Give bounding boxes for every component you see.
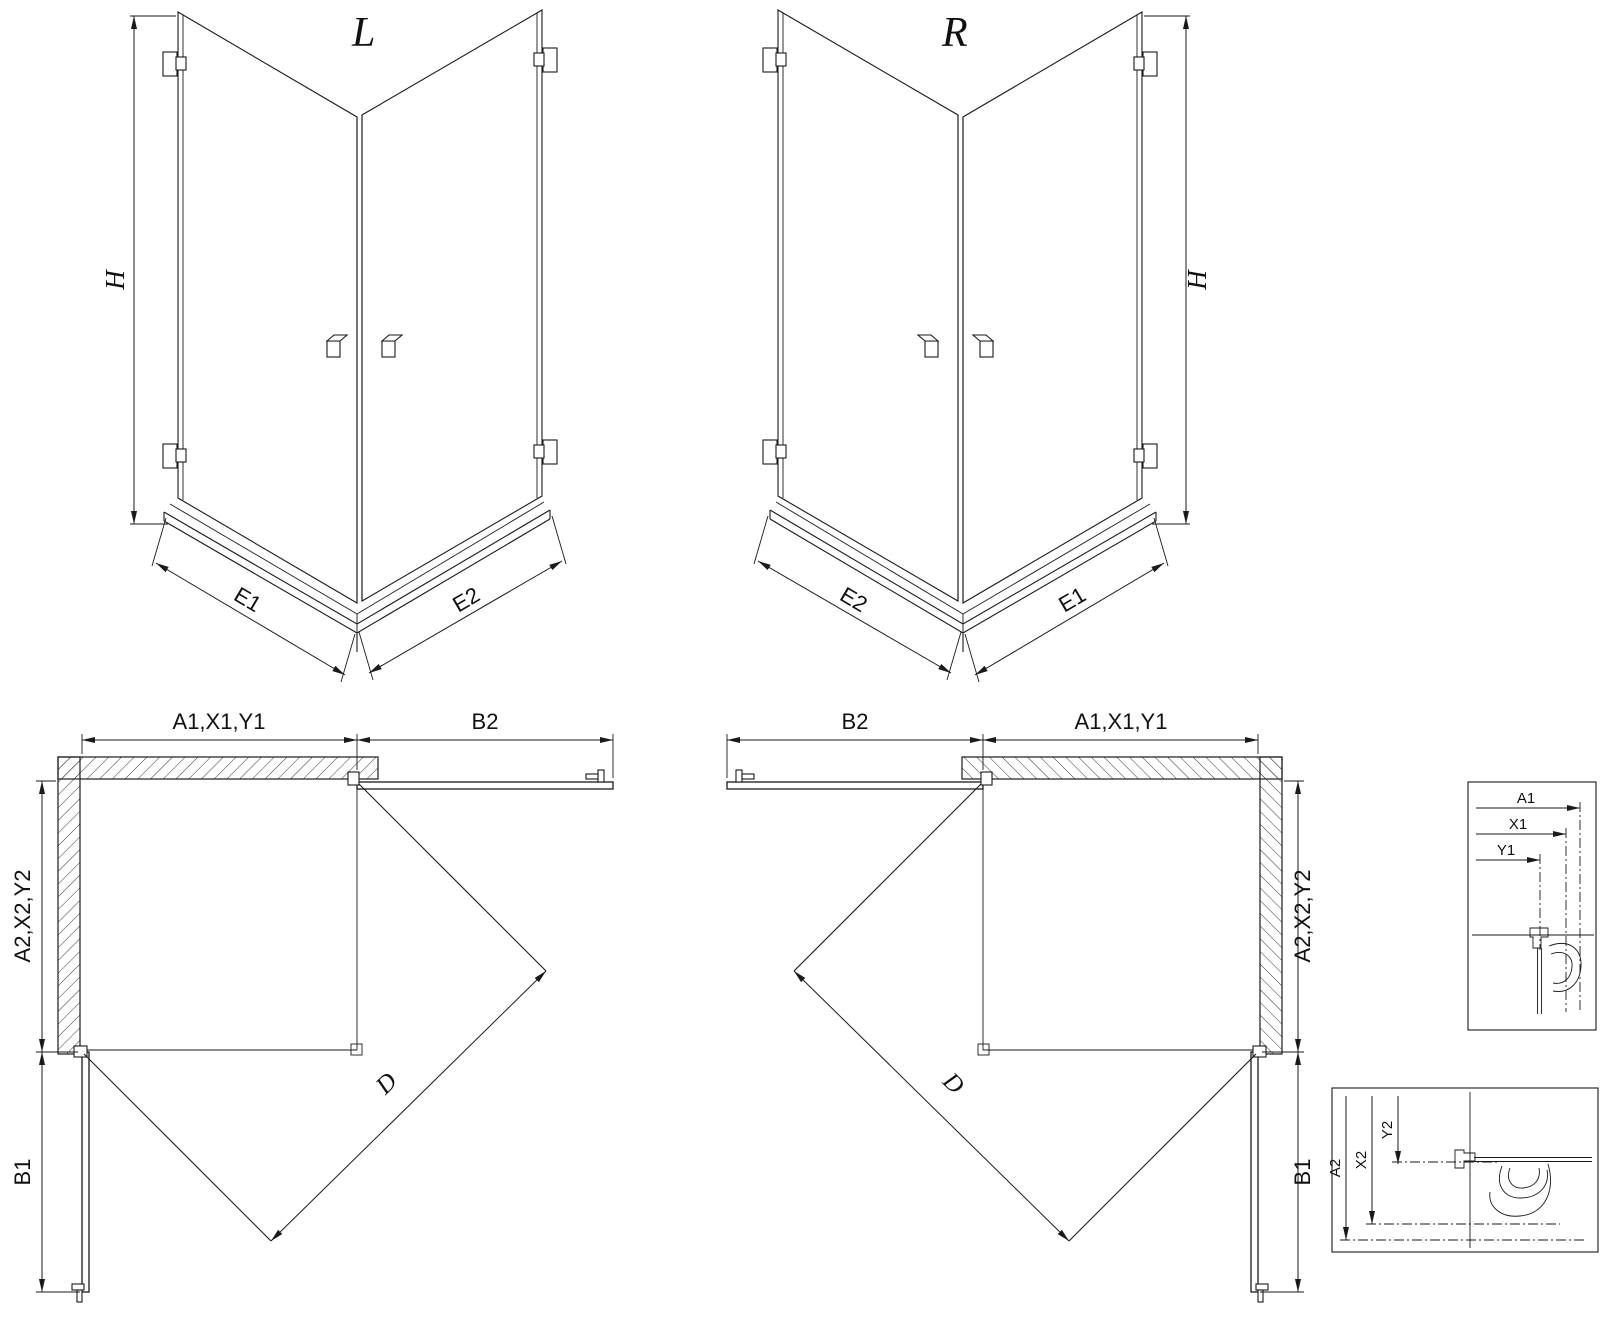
plan-left-dim-left: A2,X2,Y2 <box>10 870 35 963</box>
plan-left-dim-b2: B2 <box>472 709 499 734</box>
wall-profile-section-bottom <box>1454 1149 1592 1217</box>
variant-label-right: R <box>941 10 968 56</box>
plan-right-dim-top: A1,X1,Y1 <box>1075 709 1168 734</box>
plan-right-dim-b1: B1 <box>1290 1159 1315 1186</box>
plan-left-dim-b1: B1 <box>10 1159 35 1186</box>
plan-right-dim-d: D <box>937 1067 970 1100</box>
wall-profile-section-top <box>1529 927 1582 1014</box>
iso-view-left: L H E1 E2 <box>100 10 566 682</box>
plan-right-dim-b2: B2 <box>842 709 869 734</box>
detail-dim-x2: X2 <box>1353 1151 1370 1169</box>
detail-dim-x1: X1 <box>1509 816 1527 833</box>
plan-left-dim-d: D <box>370 1068 403 1101</box>
dim-label-e2-left: E2 <box>448 582 484 617</box>
dim-label-h-right: H <box>1182 269 1212 291</box>
plan-right-dim-right: A2,X2,Y2 <box>1290 870 1315 963</box>
dim-label-e1-left: E1 <box>230 582 266 617</box>
detail-dim-a1: A1 <box>1517 790 1535 807</box>
dim-label-h-left: H <box>100 269 130 291</box>
plan-left-dim-top: A1,X1,Y1 <box>173 709 266 734</box>
plan-view-left: A1,X1,Y1 B2 A2,X2,Y2 B1 D <box>10 709 613 1302</box>
detail-dim-a2: A2 <box>1327 1159 1344 1177</box>
detail-dim-y2: Y2 <box>1379 1121 1396 1139</box>
iso-view-right: R H E2 E1 <box>754 10 1212 682</box>
detail-view-bottom: A2 X2 Y2 <box>1327 1087 1599 1253</box>
variant-label-left: L <box>351 10 375 56</box>
detail-dim-y1: Y1 <box>1497 842 1515 859</box>
dim-label-e1-right: E1 <box>1054 582 1090 617</box>
plan-view-right: B2 A1,X1,Y1 A2,X2,Y2 B1 D <box>727 709 1315 1302</box>
dim-label-e2-right: E2 <box>836 582 872 617</box>
detail-view-top: A1 X1 Y1 <box>1467 781 1597 1031</box>
